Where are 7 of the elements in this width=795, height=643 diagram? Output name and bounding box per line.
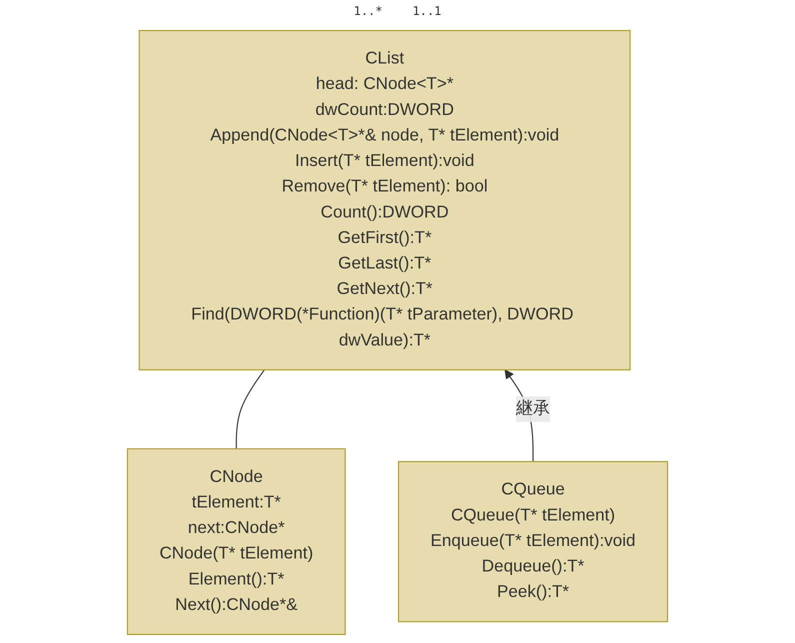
connector (236, 370, 265, 449)
multiplicity-label: 1..1 (412, 4, 442, 18)
node-box: CList head: CNode<T>* dwCount:DWORD Append(CNode<T>*& node, T* tElement):void Insert(T* tElement):void Remove(T* tElement): bool Count():DWORD GetFirst():T* GetLast():T* GetNext():T* Find(DWORD(*Function)(T* tParameter), DWORD dwValue):T* (138, 30, 631, 370)
edge-label: 継承 (516, 400, 550, 418)
node-box: CNode tElement:T* next:CNode* CNode(T* tElement) Element():T* Next():CNode*& (126, 448, 346, 635)
node-box: CQueue CQueue(T* tElement) Enqueue(T* tElement):void Dequeue():T* Peek():T* (398, 461, 668, 622)
multiplicity-label: 1..* (354, 4, 382, 18)
